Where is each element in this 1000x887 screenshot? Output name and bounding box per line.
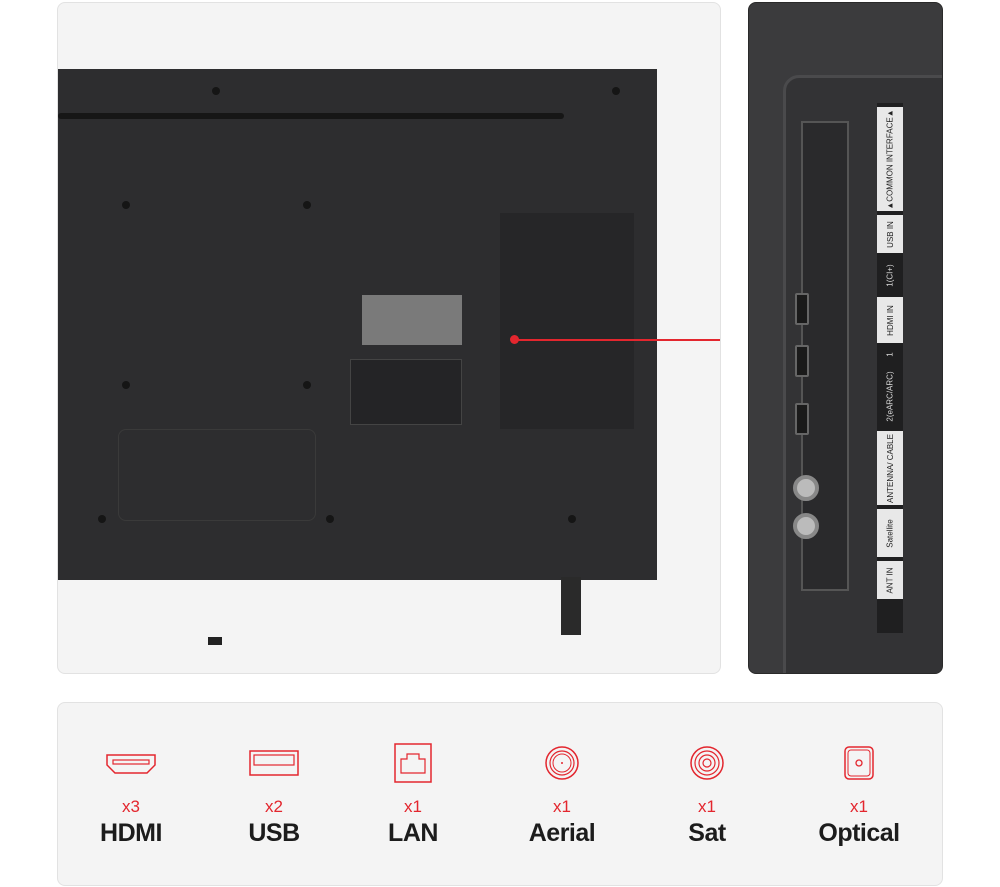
- label-box: 1(CI+): [877, 257, 903, 293]
- label-satellite: Satellite: [885, 518, 895, 548]
- feature-name: Sat: [688, 819, 726, 847]
- label-usb-in: USB IN: [885, 220, 895, 248]
- label-box: ANTENNA/ CABLE: [877, 431, 903, 505]
- feature-optical: x1 Optical: [789, 743, 929, 848]
- label-box: 2(eARC/ARC): [877, 365, 903, 427]
- connectivity-summary: x3 HDMI x2 USB x1 LAN x1 Aerial x1 Sat x…: [57, 702, 943, 886]
- feature-count: x1: [553, 797, 571, 816]
- usb-port: [795, 293, 809, 325]
- feature-lan: x1 LAN: [343, 743, 483, 848]
- hdmi-port: [795, 345, 809, 377]
- label-box: USB IN: [877, 215, 903, 253]
- feature-count: x1: [404, 797, 422, 816]
- feature-count: x1: [850, 797, 868, 816]
- label-box: HDMI IN: [877, 297, 903, 343]
- feature-name: Aerial: [528, 819, 596, 847]
- label-box: Satellite: [877, 509, 903, 557]
- callout-line: [513, 339, 720, 341]
- label-antenna-cable: ANTENNA/ CABLE: [885, 433, 895, 503]
- stand-foot: [561, 577, 581, 635]
- feature-sat: x1 Sat: [637, 743, 777, 848]
- antenna-port: [793, 475, 819, 501]
- satellite-port: [793, 513, 819, 539]
- sat-icon: [690, 746, 724, 780]
- screw: [212, 87, 220, 95]
- screw: [326, 515, 334, 523]
- feature-count: x3: [122, 797, 140, 816]
- stand-mount: [208, 637, 222, 645]
- ports-closeup: ▲COMMON INTERFACE▲ USB IN 1(CI+) HDMI IN…: [748, 2, 943, 674]
- port-column: [801, 121, 849, 591]
- tv-rear-view: [57, 2, 721, 674]
- label-ant-in: ANT IN: [885, 566, 895, 594]
- feature-name: HDMI: [100, 819, 162, 847]
- label-usb-port: 1(CI+): [885, 263, 895, 287]
- rear-io-panel: [350, 359, 462, 425]
- hdmi-port: [795, 403, 809, 435]
- callout-dot: [510, 335, 519, 344]
- feature-aerial: x1 Aerial: [492, 743, 632, 848]
- screw: [568, 515, 576, 523]
- optical-icon: [844, 746, 874, 780]
- port-labels: ▲COMMON INTERFACE▲ USB IN 1(CI+) HDMI IN…: [877, 103, 903, 633]
- usb-icon: [249, 750, 299, 776]
- rating-label: [362, 295, 462, 345]
- vesa-hole: [303, 381, 311, 389]
- tv-back-panel: [58, 69, 657, 645]
- hdmi-icon: [106, 754, 156, 774]
- screw: [98, 515, 106, 523]
- aerial-icon: [545, 746, 579, 780]
- feature-name: USB: [248, 819, 300, 847]
- screw: [612, 87, 620, 95]
- feature-name: LAN: [388, 819, 438, 847]
- label-box: 1: [877, 347, 903, 361]
- vesa-hole: [122, 381, 130, 389]
- feature-usb: x2 USB: [204, 743, 344, 848]
- label-box: ▲COMMON INTERFACE▲: [877, 107, 903, 211]
- label-hdmi-1: 1: [885, 351, 895, 357]
- cover-recess: [118, 429, 316, 521]
- feature-count: x2: [265, 797, 283, 816]
- label-common-interface: ▲COMMON INTERFACE▲: [885, 108, 895, 210]
- vesa-hole: [303, 201, 311, 209]
- feature-count: x1: [698, 797, 716, 816]
- side-io-panel: [500, 213, 634, 429]
- vesa-hole: [122, 201, 130, 209]
- feature-name: Optical: [818, 819, 900, 847]
- label-box: ANT IN: [877, 561, 903, 599]
- label-hdmi-in: HDMI IN: [885, 304, 895, 336]
- vent-slot: [58, 113, 564, 119]
- feature-hdmi: x3 HDMI: [61, 743, 201, 848]
- label-hdmi-2: 2(eARC/ARC): [885, 370, 895, 422]
- lan-icon: [394, 743, 432, 783]
